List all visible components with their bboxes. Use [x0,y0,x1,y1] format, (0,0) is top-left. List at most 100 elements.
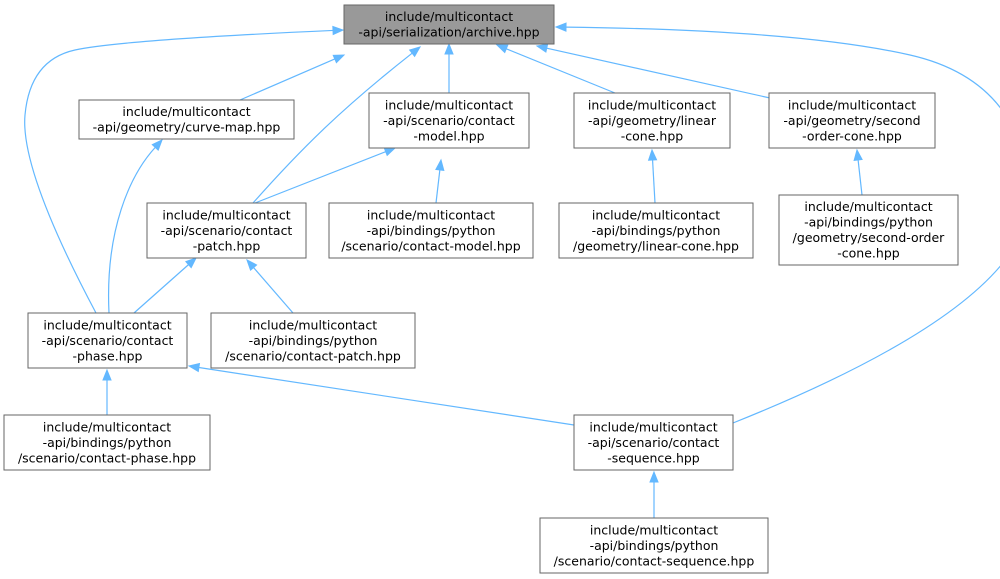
edge-contact-patch-to-archive [252,46,422,204]
node-box[interactable] [539,517,769,574]
node-box[interactable] [328,202,534,259]
edge-py-second-order-cone-to-second-order-cone [853,148,863,196]
edge-py-contact-phase-to-contact-phase [102,368,112,415]
node-label-line: -api/scenario/contact [161,223,293,238]
edge-contact-phase-to-archive [24,25,345,314]
edges-layer [24,22,1000,518]
node-label-line: -api/bindings/python [592,223,721,238]
node-py-second-order-cone[interactable]: include/multicontact-api/bindings/python… [778,194,959,266]
edge-arrowhead [435,158,445,171]
edge-line [565,26,1000,424]
edge-line [651,159,656,204]
node-box[interactable] [368,92,530,149]
node-label-line: -api/serialization/archive.hpp [358,25,539,40]
node-box[interactable] [558,202,754,259]
nodes-layer: include/multicontact -api/serialization/a… [3,4,959,574]
node-box[interactable] [573,414,734,471]
edge-arrowhead [185,257,198,269]
edge-arrowhead [408,46,422,58]
node-second-order-cone[interactable]: include/multicontact-api/geometry/second… [768,92,936,149]
node-label-line: -cone.hpp [621,128,683,143]
node-label-line: -sequence.hpp [607,450,700,465]
node-box[interactable] [768,92,936,149]
node-curve-map[interactable]: include/multicontact-api/geometry/curve-… [78,99,295,140]
node-archive[interactable]: include/multicontact-api/serialization/a… [343,4,555,45]
node-contact-model[interactable]: include/multicontact-api/scenario/contac… [368,92,530,149]
edge-py-linear-cone-to-linear-cone [647,148,658,204]
node-box[interactable] [778,194,959,266]
edge-arrowhead [647,148,658,161]
node-label-line: -api/geometry/curve-map.hpp [93,120,281,135]
edge-line [24,29,334,314]
node-label-line: -api/bindings/python [804,215,933,230]
node-box[interactable] [343,4,555,45]
node-label-line: -api/bindings/python [43,435,172,450]
node-py-contact-patch[interactable]: include/multicontact-api/bindings/python… [210,312,416,369]
node-py-contact-phase[interactable]: include/multicontact-api/bindings/python… [3,414,211,471]
node-label-line: -api/scenario/contact [588,435,720,450]
node-label-line: include/multicontact [590,522,718,537]
node-label-line: /geometry/linear-cone.hpp [573,238,739,253]
node-label-line: /geometry/second-order [793,230,946,245]
edge-arrowhead [649,470,659,483]
edge-line [107,146,156,314]
edge-contact-model-to-archive [444,42,454,93]
edge-line [252,52,413,204]
edge-arrowhead [383,147,397,157]
edge-arrowhead [332,54,346,64]
edge-py-contact-sequence-to-contact-sequence [649,470,659,518]
node-label-line: /scenario/contact-patch.hpp [225,348,401,363]
edge-curve-map-to-archive [239,54,346,101]
node-label-line: -cone.hpp [837,246,899,261]
edge-linear-cone-to-archive [495,44,616,94]
node-box[interactable] [573,92,731,149]
node-label-line: include/multicontact [385,97,513,112]
node-label-line: include/multicontact [592,207,720,222]
node-label-line: -api/geometry/second [783,113,920,128]
node-label-line: -api/geometry/linear [588,113,717,128]
edge-arrowhead [495,44,509,54]
edge-contact-patch-to-contact-model [254,147,397,204]
edge-py-contact-patch-to-contact-patch [246,258,294,314]
node-contact-patch[interactable]: include/multicontact-api/scenario/contac… [146,202,307,259]
edge-line [857,159,863,196]
node-contact-phase[interactable]: include/multicontact-api/scenario/contac… [27,312,188,369]
edge-line [253,267,294,314]
node-py-contact-sequence[interactable]: include/multicontact-api/bindings/python… [539,517,769,574]
node-label-line: /scenario/contact-model.hpp [341,238,520,253]
edge-arrowhead [151,139,163,151]
edge-contact-phase-to-curve-map [107,139,163,314]
node-label-line: -phase.hpp [73,348,143,363]
edge-arrowhead [332,25,345,36]
edge-line [198,366,575,426]
edge-contact-sequence-to-archive [554,22,1000,424]
node-label-line: -api/scenario/contact [383,113,515,128]
node-box[interactable] [210,312,416,369]
node-contact-sequence[interactable]: include/multicontact-api/scenario/contac… [573,414,734,471]
node-label-line: -api/bindings/python [590,538,719,553]
node-label-line: -api/scenario/contact [42,333,174,348]
node-box[interactable] [27,312,188,369]
edge-line [239,58,336,101]
edge-line [435,169,441,204]
node-py-linear-cone[interactable]: include/multicontact-api/bindings/python… [558,202,754,259]
edge-second-order-cone-to-archive [535,43,771,99]
edge-arrowhead [535,43,549,53]
edge-contact-phase-to-contact-patch [133,257,198,314]
node-label-line: include/multicontact [588,97,716,112]
node-py-contact-model[interactable]: include/multicontact-api/bindings/python… [328,202,534,259]
node-label-line: -api/bindings/python [367,223,496,238]
node-box[interactable] [146,202,307,259]
node-box[interactable] [3,414,211,471]
node-label-line: -order-cone.hpp [802,128,902,143]
node-label-line: -api/bindings/python [249,333,378,348]
node-label-line: include/multicontact [43,419,171,434]
node-label-line: include/multicontact [804,199,932,214]
node-linear-cone[interactable]: include/multicontact-api/geometry/linear… [573,92,731,149]
edge-arrowhead [246,258,258,272]
node-label-line: include/multicontact [788,97,916,112]
node-label-line: include/multicontact [367,207,495,222]
node-box[interactable] [78,99,295,140]
node-label-line: include/multicontact [122,104,250,119]
edge-line [254,151,386,204]
